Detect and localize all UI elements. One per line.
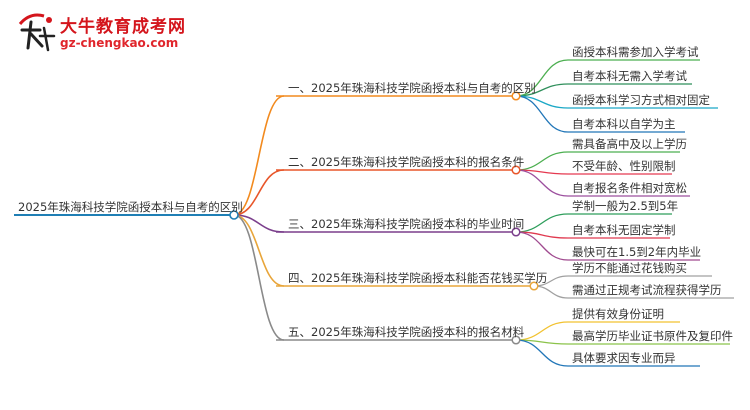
leaf-connector-1-1 [515, 59, 569, 97]
branch-node-2[interactable]: 二、2025年珠海科技学院函授本科的报名条件 [288, 155, 525, 169]
site-logo[interactable]: 大牛教育成考网 gz-chengkao.com [14, 10, 185, 56]
leaf-node-1-2[interactable]: 自考本科无需入学考试 [572, 69, 687, 83]
leaf-node-2-3[interactable]: 自考报名条件相对宽松 [572, 181, 687, 195]
branch-connector-2 [233, 169, 285, 216]
leaf-node-5-1[interactable]: 提供有效身份证明 [572, 307, 664, 321]
leaf-node-1-1[interactable]: 函授本科需参加入学考试 [572, 45, 699, 59]
branch-joint-2 [511, 165, 521, 175]
branch-node-5[interactable]: 五、2025年珠海科技学院函授本科的报名材料 [288, 325, 525, 339]
branch-connector-1 [233, 95, 285, 216]
branch-joint-4 [529, 281, 539, 291]
leaf-connector-5-3 [515, 339, 569, 367]
branch-connector-5 [233, 214, 285, 341]
leaf-node-3-3[interactable]: 最快可在1.5到2年内毕业 [572, 245, 702, 259]
leaf-node-5-3[interactable]: 具体要求因专业而异 [572, 351, 676, 365]
branch-joint-5 [511, 335, 521, 345]
branch-node-3[interactable]: 三、2025年珠海科技学院函授本科的毕业时间 [288, 217, 525, 231]
logo-url: gz-chengkao.com [60, 36, 179, 50]
branch-node-4[interactable]: 四、2025年珠海科技学院函授本科能否花钱买学历 [288, 271, 548, 285]
branch-connector-4 [233, 214, 285, 287]
leaf-node-4-1[interactable]: 学历不能通过花钱购买 [572, 261, 687, 275]
leaf-connector-2-3 [515, 169, 569, 197]
leaf-connector-3-3 [515, 231, 569, 261]
leaf-connector-4-2 [533, 285, 569, 299]
root-node[interactable]: 2025年珠海科技学院函授本科与自考的区别 [18, 200, 243, 214]
logo-mark-icon [18, 13, 56, 52]
branch-node-1[interactable]: 一、2025年珠海科技学院函授本科与自考的区别 [288, 81, 536, 95]
leaf-connector-1-4 [515, 95, 569, 133]
leaf-node-2-1[interactable]: 需具备高中及以上学历 [572, 137, 687, 151]
leaf-connector-3-1 [515, 213, 569, 233]
leaf-node-3-2[interactable]: 自考本科无固定学制 [572, 223, 676, 237]
leaf-node-1-3[interactable]: 函授本科学习方式相对固定 [572, 93, 710, 107]
leaf-node-4-2[interactable]: 需通过正规考试流程获得学历 [572, 283, 722, 297]
logo-title: 大牛教育成考网 [60, 17, 186, 37]
leaf-node-5-2[interactable]: 最高学历毕业证书原件及复印件 [572, 329, 733, 343]
branch-joint-1 [511, 91, 521, 101]
root-joint [229, 210, 239, 220]
leaf-node-2-2[interactable]: 不受年龄、性别限制 [572, 159, 676, 173]
branch-joint-3 [511, 227, 521, 237]
leaf-node-1-4[interactable]: 自考本科以自学为主 [572, 117, 676, 131]
leaf-node-3-1[interactable]: 学制一般为2.5到5年 [572, 199, 679, 213]
